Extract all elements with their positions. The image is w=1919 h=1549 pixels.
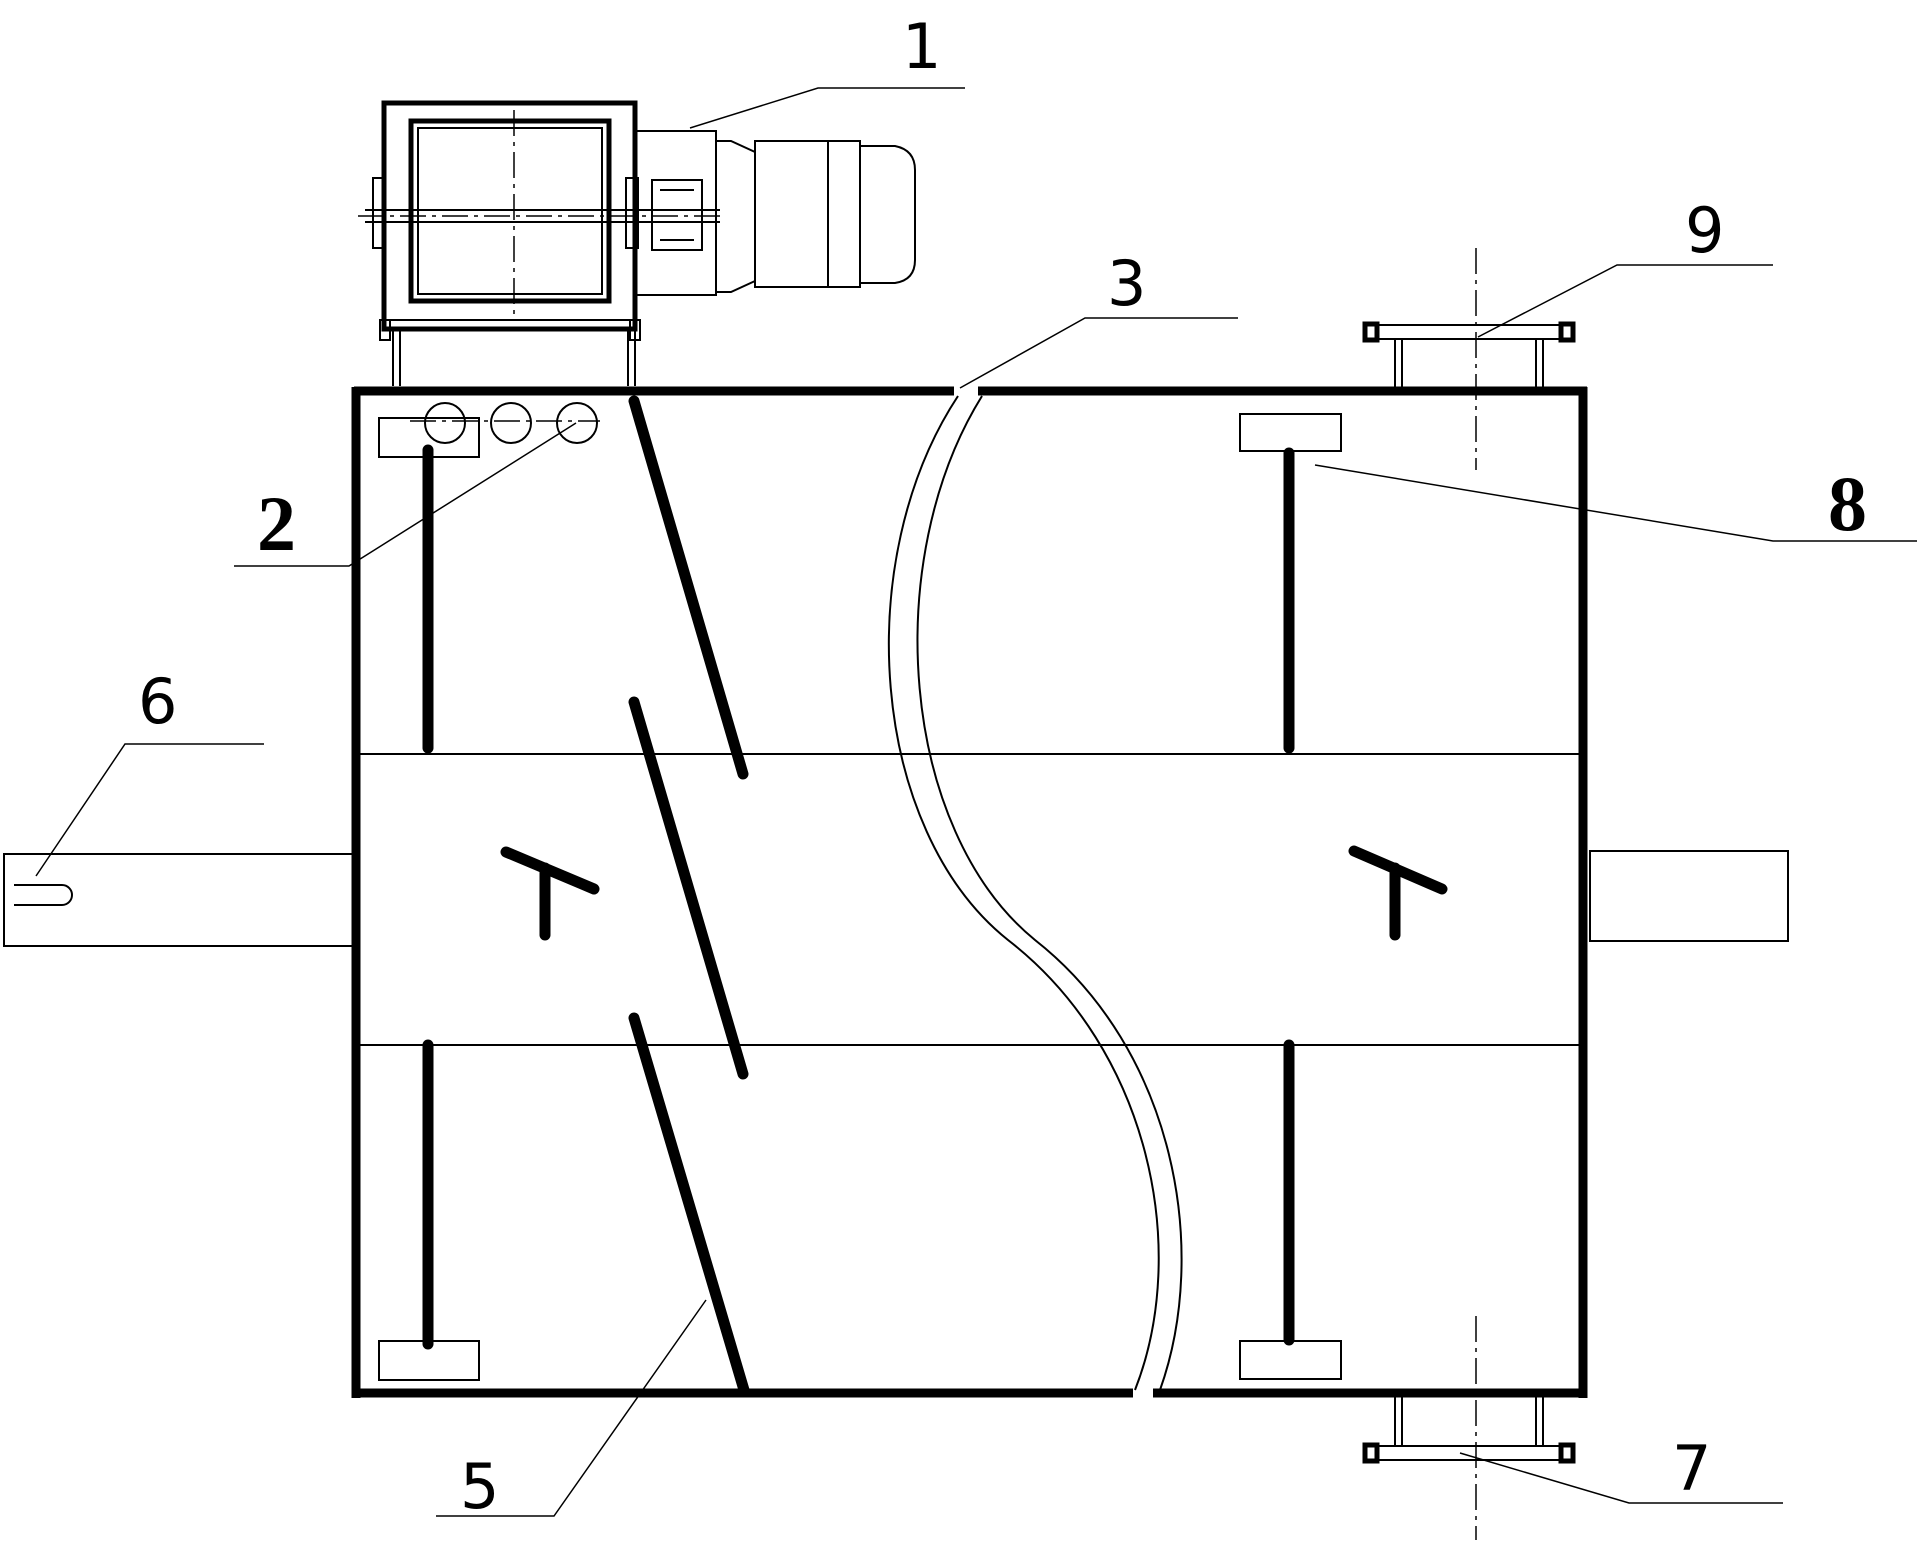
- s-divider: [887, 395, 1183, 1391]
- agitator-left: [500, 846, 600, 941]
- left-shaft: [3, 853, 355, 947]
- agitator-right: [1348, 845, 1448, 941]
- label-8: 8: [1828, 460, 1867, 547]
- label-3: 3: [1107, 247, 1146, 320]
- label-5: 5: [460, 1450, 499, 1523]
- paddles-right: [1239, 413, 1342, 1380]
- paddles-left: [378, 417, 480, 1381]
- top-nozzle: [1362, 248, 1576, 470]
- label-6: 6: [138, 665, 177, 738]
- rollers: [410, 402, 600, 444]
- label-9: 9: [1685, 194, 1724, 267]
- housing: [351, 386, 1588, 1398]
- leader-lines: [35, 87, 1917, 1517]
- part-labels: 1 2 3 5 6 7 8 9: [138, 10, 1867, 1523]
- label-7: 7: [1672, 1432, 1711, 1505]
- feeder-motor-assembly: [358, 100, 916, 386]
- right-shaft: [1589, 850, 1789, 942]
- bottom-nozzle: [1362, 1316, 1576, 1540]
- label-2: 2: [257, 480, 296, 567]
- label-1: 1: [902, 10, 941, 83]
- inclined-blades: [628, 395, 750, 1396]
